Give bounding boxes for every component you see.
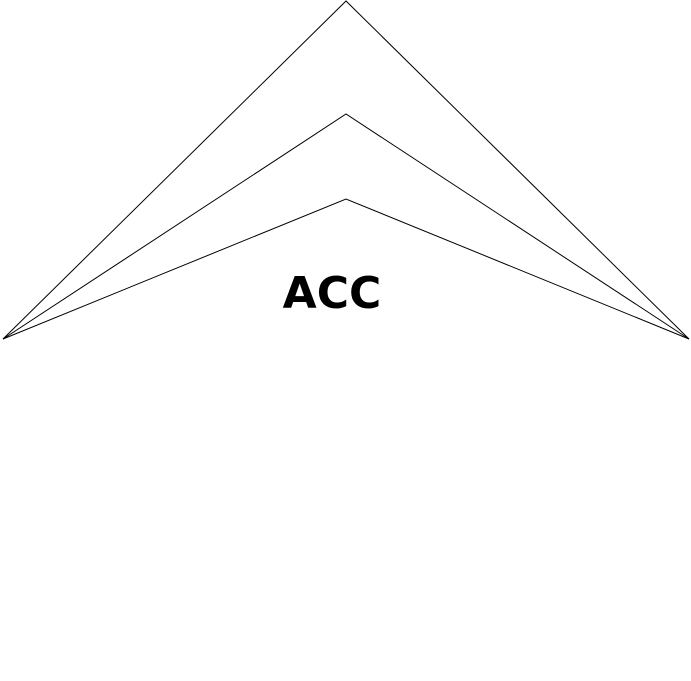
- inner-chevron-line: [2, 198, 690, 340]
- outer-chevron-line: [2, 0, 690, 340]
- acc-label: ACC: [283, 268, 382, 319]
- middle-chevron-line: [2, 113, 690, 340]
